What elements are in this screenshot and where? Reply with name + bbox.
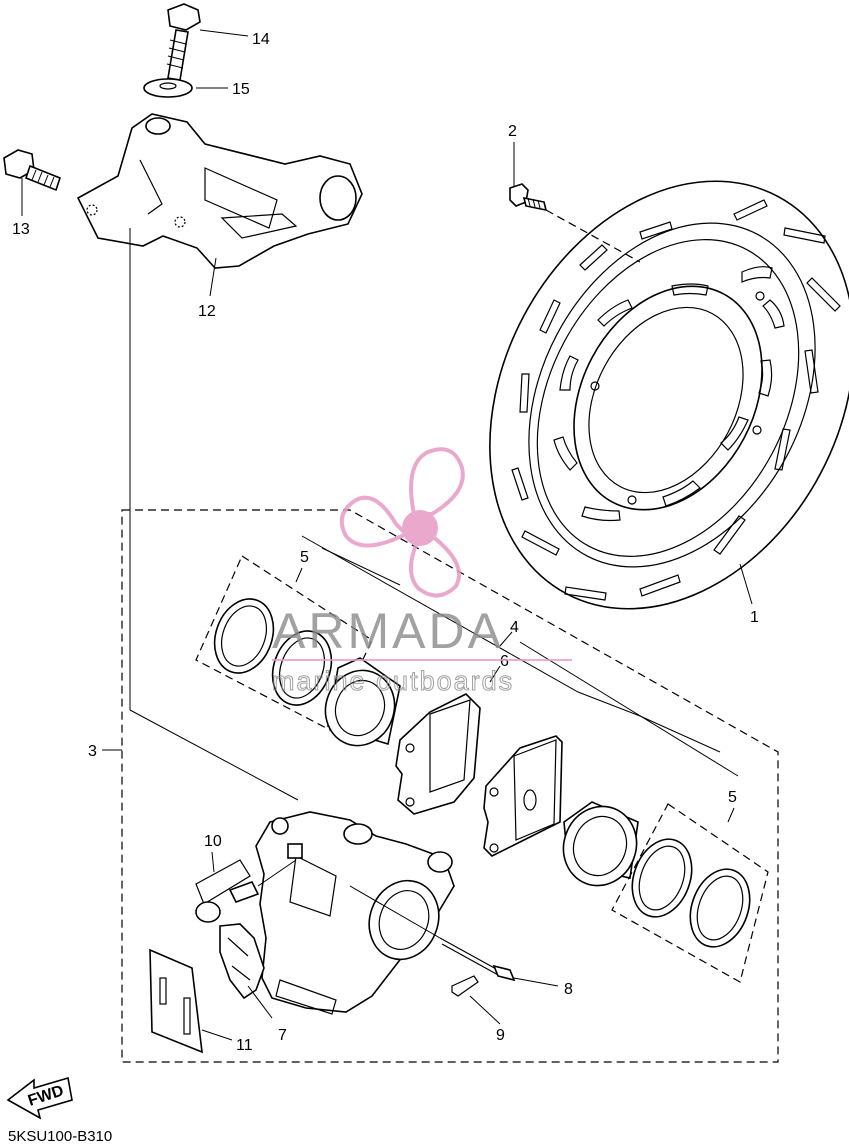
callout-labels: 14 15 2 13 12 1 5 4 6 5 3 10 8 9 7 11 [12, 31, 759, 1054]
callout-14: 14 [252, 31, 270, 48]
caliper-assembly-boundary [121, 228, 779, 1063]
callout-12: 12 [198, 303, 216, 320]
callout-9: 9 [496, 1027, 505, 1044]
callout-2: 2 [508, 123, 517, 140]
pad-spring [219, 923, 265, 1000]
drawing-code: 5KSU100-B310 [8, 1128, 112, 1145]
caliper-body [255, 811, 455, 1015]
disc-bolt [509, 183, 641, 263]
pad-shim [149, 948, 203, 1054]
seal-kit-left [195, 555, 373, 731]
mounting-bolt [3, 149, 61, 192]
callout-6: 6 [500, 653, 509, 670]
brake-pad-right [483, 735, 563, 857]
callout-5-left: 5 [300, 549, 309, 566]
callout-7: 7 [278, 1027, 287, 1044]
leader-lines [21, 29, 753, 1041]
piston-left [324, 657, 401, 747]
washer [143, 78, 193, 98]
caliper-bracket [76, 113, 363, 269]
callout-11: 11 [236, 1037, 253, 1054]
pad-pin [349, 885, 516, 982]
piston-right [562, 801, 639, 887]
callout-13: 13 [12, 221, 30, 238]
seal-kit-right [611, 803, 769, 983]
brake-pad-left [395, 693, 481, 815]
callout-15: 15 [232, 81, 250, 98]
callout-10: 10 [204, 833, 222, 850]
pin-clip [451, 975, 479, 997]
callout-1: 1 [750, 609, 759, 626]
callout-5-right: 5 [728, 789, 737, 806]
watermark-brand: ARMADA [272, 603, 504, 659]
brake-disc [489, 180, 849, 610]
callout-3: 3 [88, 743, 97, 760]
watermark-tagline: marine outboards [272, 666, 514, 696]
callout-8: 8 [564, 981, 573, 998]
bracket-bolt [166, 3, 201, 81]
fwd-arrow-icon: FWD [6, 1076, 73, 1120]
propeller-icon [339, 447, 465, 598]
bleed-screw [195, 859, 297, 923]
watermark: ARMADA marine outboards [272, 447, 572, 697]
callout-4: 4 [510, 619, 519, 636]
